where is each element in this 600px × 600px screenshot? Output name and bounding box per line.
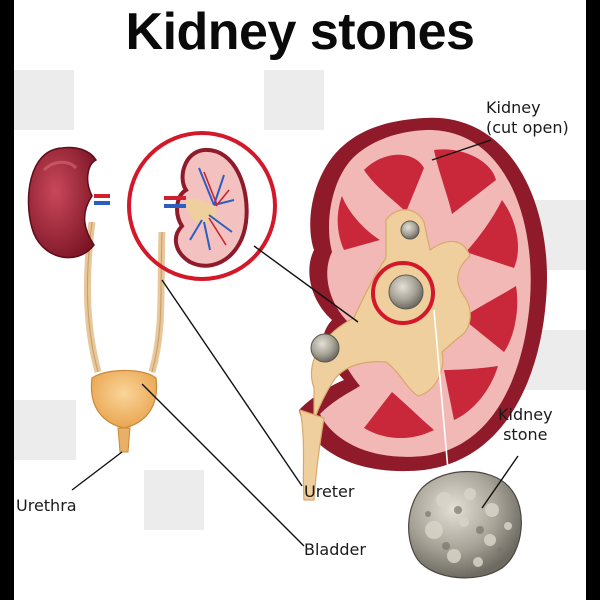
stone-shadows	[425, 506, 503, 553]
left-kidney	[27, 146, 110, 259]
urinary-system	[27, 131, 277, 453]
right-kidney-sectioned	[164, 147, 249, 268]
pyramid	[364, 392, 434, 439]
checker-tile	[144, 470, 204, 530]
ureter-leader-line	[161, 279, 303, 487]
kidney-stone-small	[388, 274, 424, 310]
label-kidney-stone: Kidney stone	[498, 405, 553, 445]
cut-open-kidney	[299, 117, 547, 501]
pyramid	[462, 286, 518, 352]
label-bladder: Bladder	[304, 540, 366, 559]
label-kidney: Kidney (cut open)	[486, 98, 569, 138]
urethra-leader-line	[71, 451, 123, 491]
anatomy-illustration	[27, 117, 547, 579]
checker-tile	[14, 70, 74, 130]
renal-pelvis	[311, 209, 471, 421]
stone-leader-line	[481, 455, 519, 509]
stone-highlight-circle	[371, 261, 435, 325]
renal-pyramids	[337, 149, 518, 439]
ureter-exit	[299, 409, 325, 501]
left-kidney-highlight	[42, 160, 78, 172]
label-urethra: Urethra	[16, 496, 77, 515]
bladder-shape	[90, 369, 158, 429]
pyramid	[434, 149, 496, 214]
stone-texture	[425, 488, 512, 567]
urethra-shape	[117, 427, 131, 453]
pyramid	[466, 200, 518, 268]
checker-tile	[14, 400, 76, 460]
leader-lines	[71, 139, 519, 547]
left-kidney-body	[27, 146, 98, 259]
kidney-stones-diagram: Kidney stones	[14, 0, 586, 600]
kidney-leader-line	[431, 139, 492, 161]
right-ureter-outline	[151, 231, 163, 373]
zoom-leader-line	[253, 245, 359, 323]
kidney-stone-small	[400, 220, 420, 240]
pyramid	[444, 366, 498, 420]
diagram-title: Kidney stones	[125, 3, 475, 61]
label-kidney-line1: Kidney	[486, 98, 541, 117]
right-kidney-vessels	[189, 167, 235, 251]
checker-tile	[264, 70, 324, 130]
stone-connector-line	[433, 309, 449, 471]
bladder-leader-line	[141, 383, 305, 547]
zoom-highlight-circle	[127, 131, 277, 281]
label-stone-line1: Kidney	[498, 405, 553, 424]
right-kidney-arteries	[203, 171, 230, 246]
pyramid	[337, 196, 380, 250]
kidney-stone-small	[310, 333, 340, 363]
pyramid	[364, 154, 424, 212]
label-stone-line2: stone	[503, 425, 548, 444]
right-kidney-pelvis	[186, 198, 217, 224]
kidney-stone-closeup	[408, 471, 522, 579]
label-kidney-line2: (cut open)	[486, 118, 569, 137]
label-ureter: Ureter	[304, 482, 355, 501]
